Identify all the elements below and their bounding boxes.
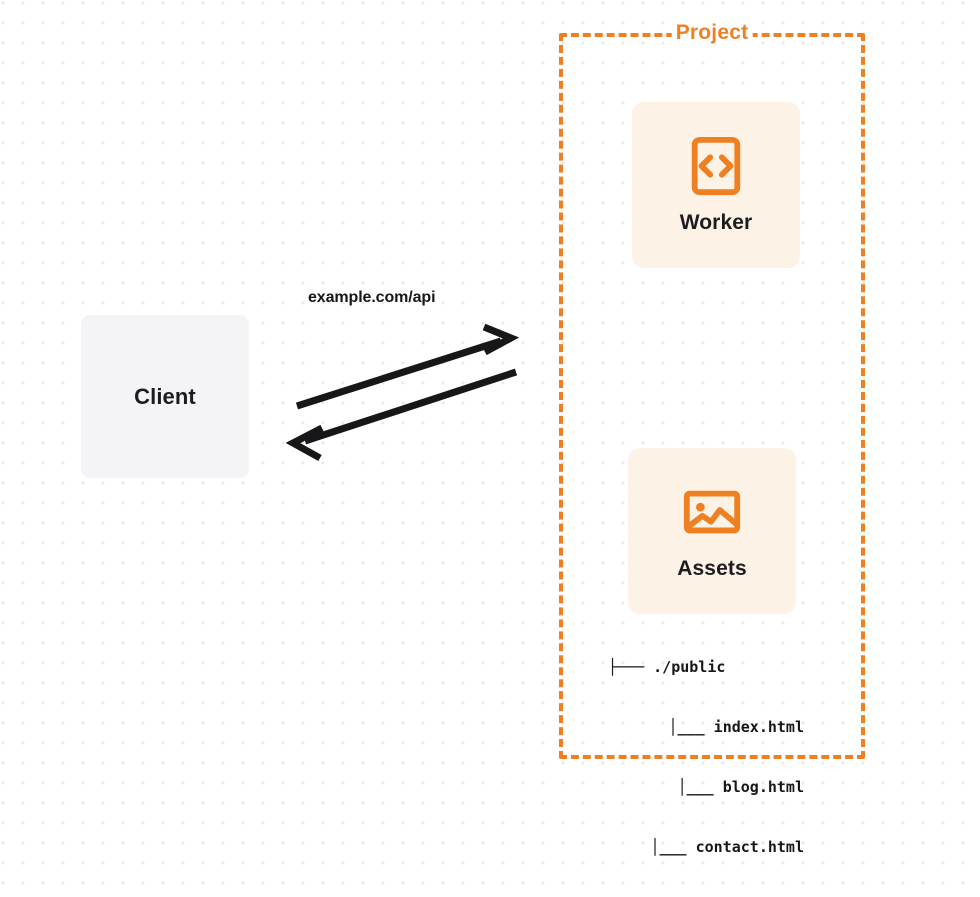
request-arrow: [295, 323, 520, 410]
worker-node[interactable]: Worker: [632, 102, 800, 268]
image-icon: [683, 490, 741, 534]
file-tree-root: ├─── ./public: [608, 658, 726, 676]
project-container: Project: [559, 21, 865, 759]
file-tree-item: │___ index.html: [668, 718, 804, 736]
assets-file-tree: ├─── ./public │___ index.html │___ blog.…: [608, 617, 804, 897]
edge-label-endpoint: example.com/api: [308, 289, 436, 306]
code-brackets-icon: [691, 136, 741, 196]
response-arrow: [285, 368, 518, 462]
client-node[interactable]: Client: [81, 315, 249, 478]
worker-node-label: Worker: [679, 211, 753, 234]
file-tree-item: │___ blog.html: [677, 778, 804, 796]
diagram-canvas: Client example.com/api Project Worker: [81, 21, 865, 856]
client-node-label: Client: [134, 383, 196, 409]
project-title: Project: [671, 21, 753, 45]
assets-node-label: Assets: [677, 557, 747, 580]
file-tree-item: │___ contact.html: [650, 838, 804, 856]
assets-node[interactable]: Assets: [628, 448, 796, 614]
